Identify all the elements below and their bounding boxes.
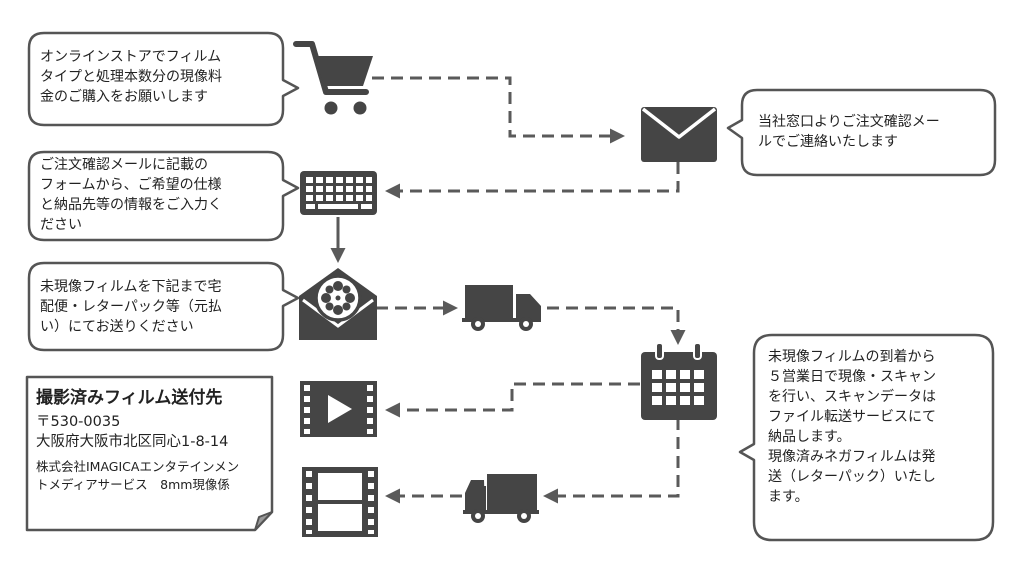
bubble-line: 配便・レターパック等（元払 — [40, 299, 222, 315]
address-note-text: 撮影済みフィルム送付先 〒530-0035 大阪府大阪市北区同心1-8-14 株… — [36, 386, 239, 494]
bubble-order-store-text: オンラインストアでフィルム タイプと処理本数分の現像料 金のご購入をお願いします — [40, 47, 222, 107]
arrow-email-to-keyboard — [385, 162, 680, 199]
bubble-delivery — [738, 333, 995, 542]
delivery-truck-icon — [463, 474, 539, 523]
address-company-line2: トメディアサービス 8mm現像係 — [36, 477, 230, 492]
bubble-line: ５営業日で現像・スキャン — [768, 369, 936, 385]
delivery-truck-icon — [462, 285, 541, 331]
arrow-cart-to-email — [372, 76, 625, 144]
bubble-form-input-text: ご注文確認メールに記載の フォームから、ご希望の仕様 と納品先等の情報をご入力く… — [40, 155, 222, 235]
address-heading: 撮影済みフィルム送付先 — [36, 388, 223, 408]
film-reel-envelope-icon — [299, 268, 377, 340]
address-postal: 〒530-0035 — [36, 414, 121, 430]
bubble-line: ファイル転送サービスにて — [768, 409, 936, 425]
bubble-line: 未現像フィルムを下記まで宅 — [40, 279, 222, 295]
address-company-line1: 株式会社IMAGICAエンタテインメン — [36, 459, 240, 474]
arrow-truck-to-calendar — [547, 306, 686, 345]
bubble-form-input — [27, 150, 300, 242]
bubble-line: ご注文確認メールに記載の — [40, 157, 208, 173]
bubble-order-store — [27, 31, 300, 127]
shopping-cart-icon — [293, 41, 373, 115]
bubble-line: い）にてお送りください — [40, 319, 194, 335]
bubble-line: 送（レターパック）いたし — [768, 469, 936, 485]
arrow-calendar-to-truck — [543, 418, 680, 504]
bubble-confirm-email — [726, 88, 997, 177]
bubble-delivery-text: 未現像フィルムの到着から ５営業日で現像・スキャン を行い、スキャンデータは フ… — [768, 347, 936, 507]
bubble-line: 未現像フィルムの到着から — [768, 349, 936, 365]
bubble-line: 当社窓口よりご注文確認メー — [758, 114, 940, 130]
bubble-confirm-email-text: 当社窓口よりご注文確認メー ルでご連絡いたします — [758, 112, 940, 152]
bubble-send-film-text: 未現像フィルムを下記まで宅 配便・レターパック等（元払 い）にてお送りください — [40, 277, 222, 337]
address-street: 大阪府大阪市北区同心1-8-14 — [36, 434, 229, 450]
bubble-line: ださい — [40, 217, 82, 233]
arrow-calendar-to-video — [385, 382, 640, 418]
calendar-icon — [641, 342, 717, 420]
bubble-line: 現像済みネガフィルムは発 — [768, 449, 936, 465]
bubble-line: タイプと処理本数分の現像料 — [40, 69, 222, 85]
bubble-line: 納品します。 — [768, 429, 851, 445]
bubble-line: を行い、スキャンデータは — [768, 389, 936, 405]
keyboard-icon — [300, 171, 377, 215]
bubble-line: ます。 — [768, 489, 809, 505]
bubble-line: 金のご購入をお願いします — [40, 89, 208, 105]
bubble-line: と納品先等の情報をご入力く — [40, 197, 222, 213]
address-note — [25, 375, 274, 532]
film-strip-icon — [302, 467, 378, 537]
bubble-send-film — [27, 261, 300, 352]
bubble-line: オンラインストアでフィルム — [40, 49, 222, 65]
flow-arrows — [330, 76, 686, 504]
bubble-line: フォームから、ご希望の仕様 — [40, 177, 222, 193]
envelope-icon — [641, 107, 717, 162]
bubble-line: ルでご連絡いたします — [758, 134, 898, 150]
video-play-icon — [300, 381, 377, 437]
